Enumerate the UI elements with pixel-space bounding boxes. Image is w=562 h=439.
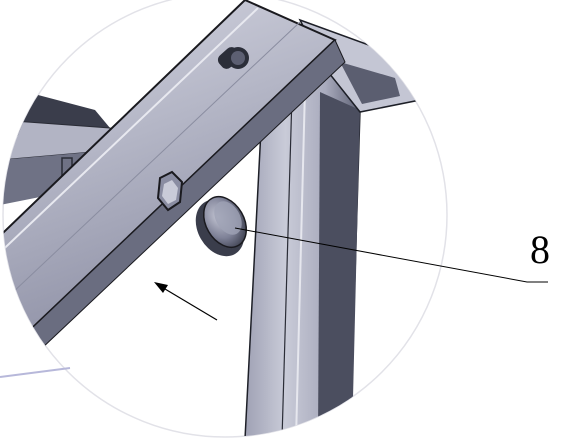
stray-line [0, 367, 71, 378]
hex-hole-inner [162, 180, 178, 204]
vertical-post-side [318, 92, 360, 437]
corner-recess [340, 62, 400, 104]
callout-label: 8 [530, 227, 550, 272]
keyhole-slot [217, 47, 249, 69]
insert-direction-arrow-icon [154, 282, 218, 321]
beam-crease [9, 21, 301, 296]
post-edge-line [281, 94, 293, 437]
detail-circle [2, 0, 448, 438]
post-highlight [295, 87, 306, 437]
cap-plug-part [195, 196, 248, 257]
beam-highlight [3, 7, 259, 263]
leader-line [234, 227, 548, 283]
